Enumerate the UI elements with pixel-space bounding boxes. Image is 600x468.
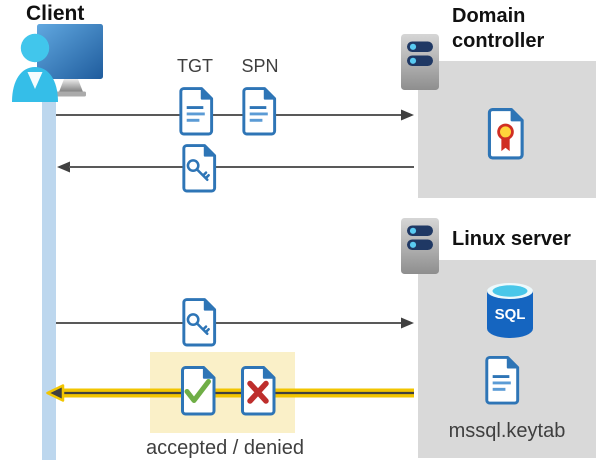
monitor-screen [37, 24, 103, 79]
keytab-document-icon [485, 355, 520, 405]
sql-database-icon: SQL [487, 283, 533, 338]
linux-server-icon [401, 218, 439, 274]
keytab-label: mssql.keytab [448, 420, 566, 442]
client-label: Client [26, 2, 85, 25]
domain-controller-label: Domain controller [452, 5, 545, 52]
arrow-client-to-linux [56, 317, 414, 329]
person-head [20, 33, 50, 63]
monitor-base [56, 91, 86, 97]
key-ticket-icon-dc [182, 144, 217, 193]
spn-document-icon [242, 87, 277, 136]
monitor-stand [59, 79, 83, 92]
arrow-client-to-dc [56, 109, 414, 121]
dc-server-icon [401, 34, 439, 90]
tgt-document-icon [179, 87, 214, 136]
accepted-document-icon [181, 366, 216, 416]
arrow-linux-to-client-highlighted [46, 384, 414, 402]
client-workstation-icon [12, 24, 103, 102]
key-ticket-icon-linux [182, 298, 217, 347]
linux-server-label: Linux server [452, 228, 571, 250]
tgt-label: TGT [177, 56, 213, 76]
spn-label: SPN [241, 56, 279, 76]
sql-badge-text: SQL [495, 306, 526, 323]
arrow-dc-to-client [57, 161, 414, 173]
person-collar [27, 72, 43, 89]
certificate-icon [487, 108, 524, 160]
client-lifeline [42, 99, 56, 460]
accepted-denied-label: accepted / denied [146, 437, 304, 459]
denied-document-icon [241, 366, 276, 416]
